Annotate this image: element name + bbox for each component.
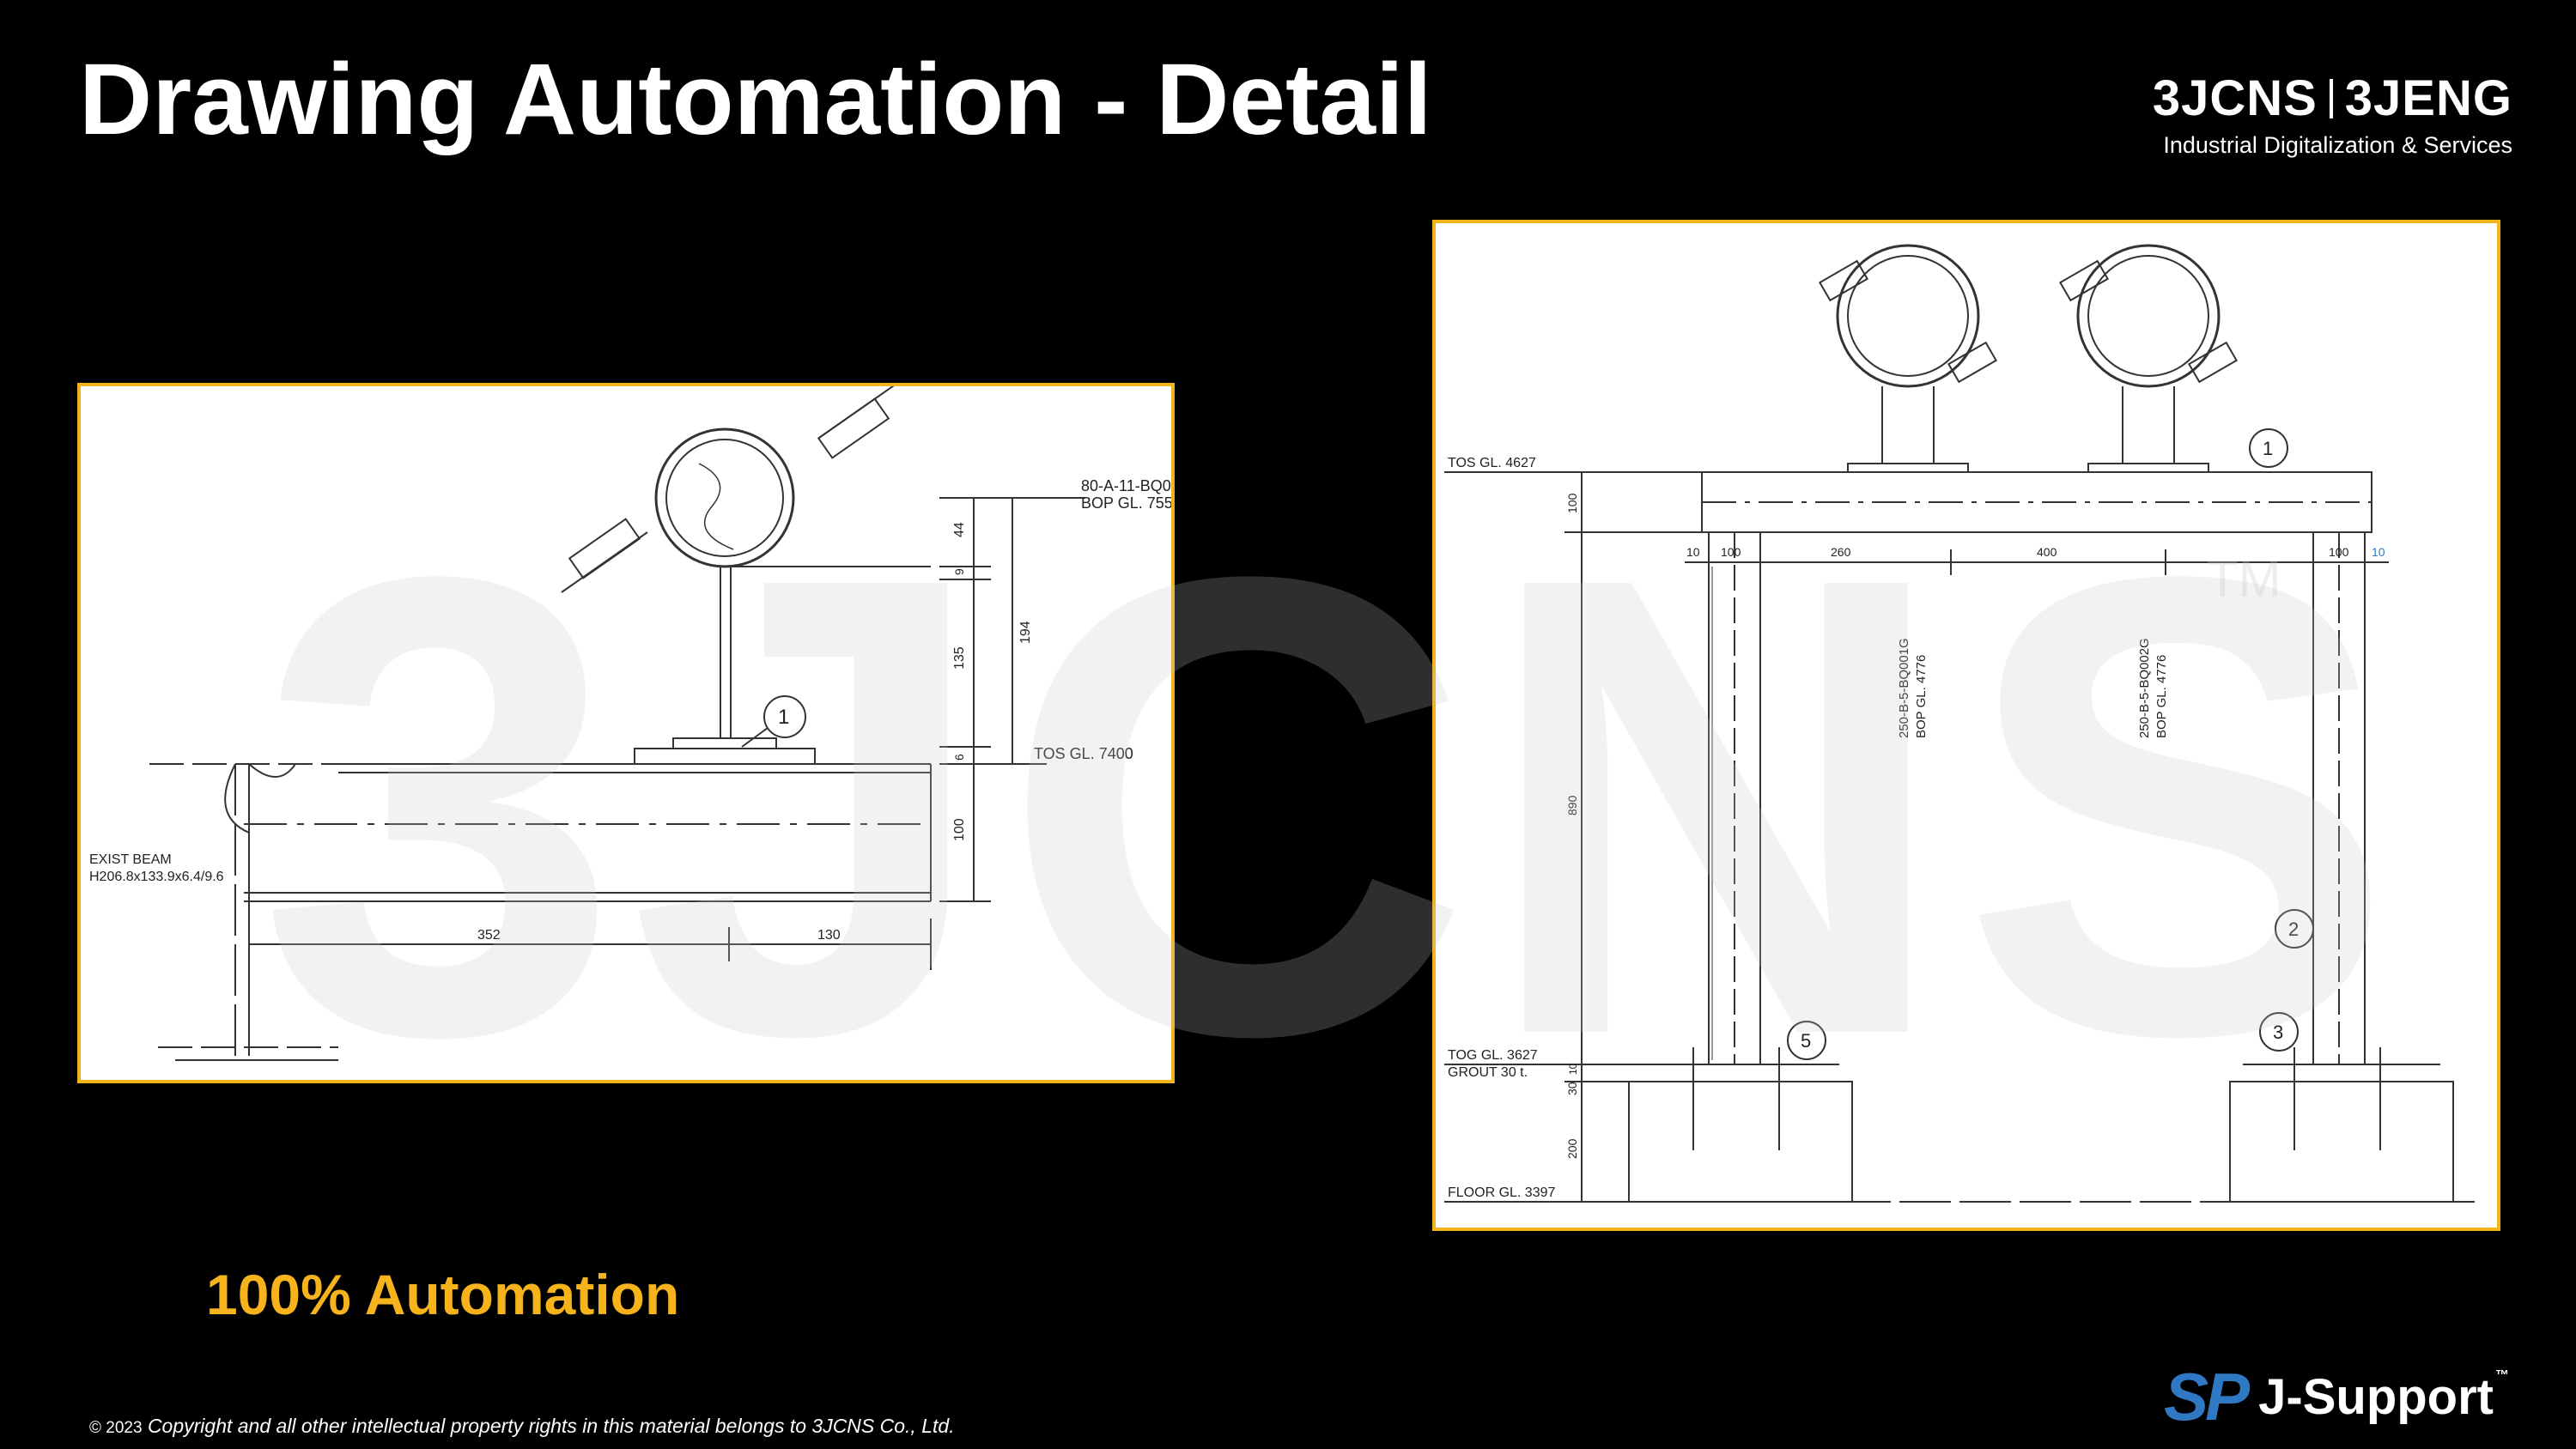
brand-tagline: Industrial Digitalization & Services (2163, 132, 2512, 158)
dim-135: 135 (952, 646, 967, 670)
right-bop-2-label: BOP GL. 4776 (2154, 655, 2169, 738)
dim-100-right: 100 (2329, 545, 2349, 559)
dim-100-left: 100 (1721, 545, 1741, 559)
dim-194: 194 (1018, 621, 1033, 644)
right-floor-label: FLOOR GL. 3397 (1448, 1185, 1555, 1200)
copyright-year: © 2023 (89, 1419, 143, 1437)
dim-44: 44 (952, 522, 967, 537)
dim-130: 130 (817, 928, 841, 943)
copyright-text: Copyright and all other intellectual pro… (147, 1415, 955, 1437)
dim-100: 100 (952, 818, 967, 841)
copyright-notice: © 2023 Copyright and all other intellect… (89, 1415, 955, 1438)
dim-10-right: 10 (2372, 545, 2385, 559)
brand-3jeng: 3JENG (2344, 70, 2512, 126)
right-tos-label: TOS GL. 4627 (1448, 456, 1536, 470)
left-bop-label: BOP GL. 7550 (1081, 494, 1171, 512)
brand-separator (2329, 79, 2333, 118)
dim-890: 890 (1565, 795, 1579, 815)
left-line-label: 80-A-11-BQ002G (1081, 477, 1171, 494)
dim-352: 352 (477, 928, 501, 943)
right-line-1-label: 250-B-5-BQ001G (1897, 638, 1911, 738)
j-support-text: J-Support (2258, 1369, 2494, 1425)
brand-3jcns: 3JCNS (2152, 70, 2318, 126)
left-callout-1: 1 (778, 706, 789, 729)
beam-size-label: H206.8x133.9x6.4/9.6 (89, 870, 224, 884)
automation-label: 100% Automation (206, 1263, 680, 1326)
dim-260: 260 (1831, 545, 1851, 559)
watermark-tm: TM (2207, 550, 2281, 608)
dim-6: 6 (952, 754, 966, 761)
dim-100-vertical: 100 (1565, 493, 1579, 513)
right-callout-3: 3 (2273, 1022, 2283, 1043)
j-support-tm: ™ (2495, 1368, 2509, 1383)
detail-drawing-right: TOS GL. 4627 TOG GL. 3627 GROUT 30 t. FL… (1432, 220, 2500, 1231)
dim-10-vertical: 10 (1567, 1063, 1579, 1075)
dim-30: 30 (1565, 1082, 1579, 1095)
dim-9: 9 (952, 568, 966, 575)
right-callout-5: 5 (1801, 1030, 1811, 1052)
right-bop-1-label: BOP GL. 4776 (1914, 655, 1929, 738)
right-callout-1: 1 (2263, 438, 2273, 459)
dim-400: 400 (2037, 545, 2057, 559)
sp-logo-mark: SP (2164, 1359, 2250, 1434)
pipe-support-on-beam-drawing: 80-A-11-BQ002G BOP GL. 7550 TOS GL. 7400… (89, 386, 1171, 1061)
right-tog-label: TOG GL. 3627 (1448, 1048, 1538, 1063)
right-line-2-label: 250-B-5-BQ002G (2137, 638, 2152, 738)
right-grout-label: GROUT 30 t. (1448, 1065, 1528, 1080)
page-title: Drawing Automation - Detail (79, 43, 1432, 156)
goal-post-support-drawing: TOS GL. 4627 TOG GL. 3627 GROUT 30 t. FL… (1444, 244, 2475, 1203)
dim-200: 200 (1565, 1138, 1579, 1159)
exist-beam-label: EXIST BEAM (89, 852, 172, 867)
right-callout-2: 2 (2288, 919, 2299, 940)
left-tos-label: TOS GL. 7400 (1034, 745, 1133, 762)
dim-10-left: 10 (1686, 545, 1700, 559)
detail-drawing-left: 80-A-11-BQ002G BOP GL. 7550 TOS GL. 7400… (77, 383, 1175, 1083)
